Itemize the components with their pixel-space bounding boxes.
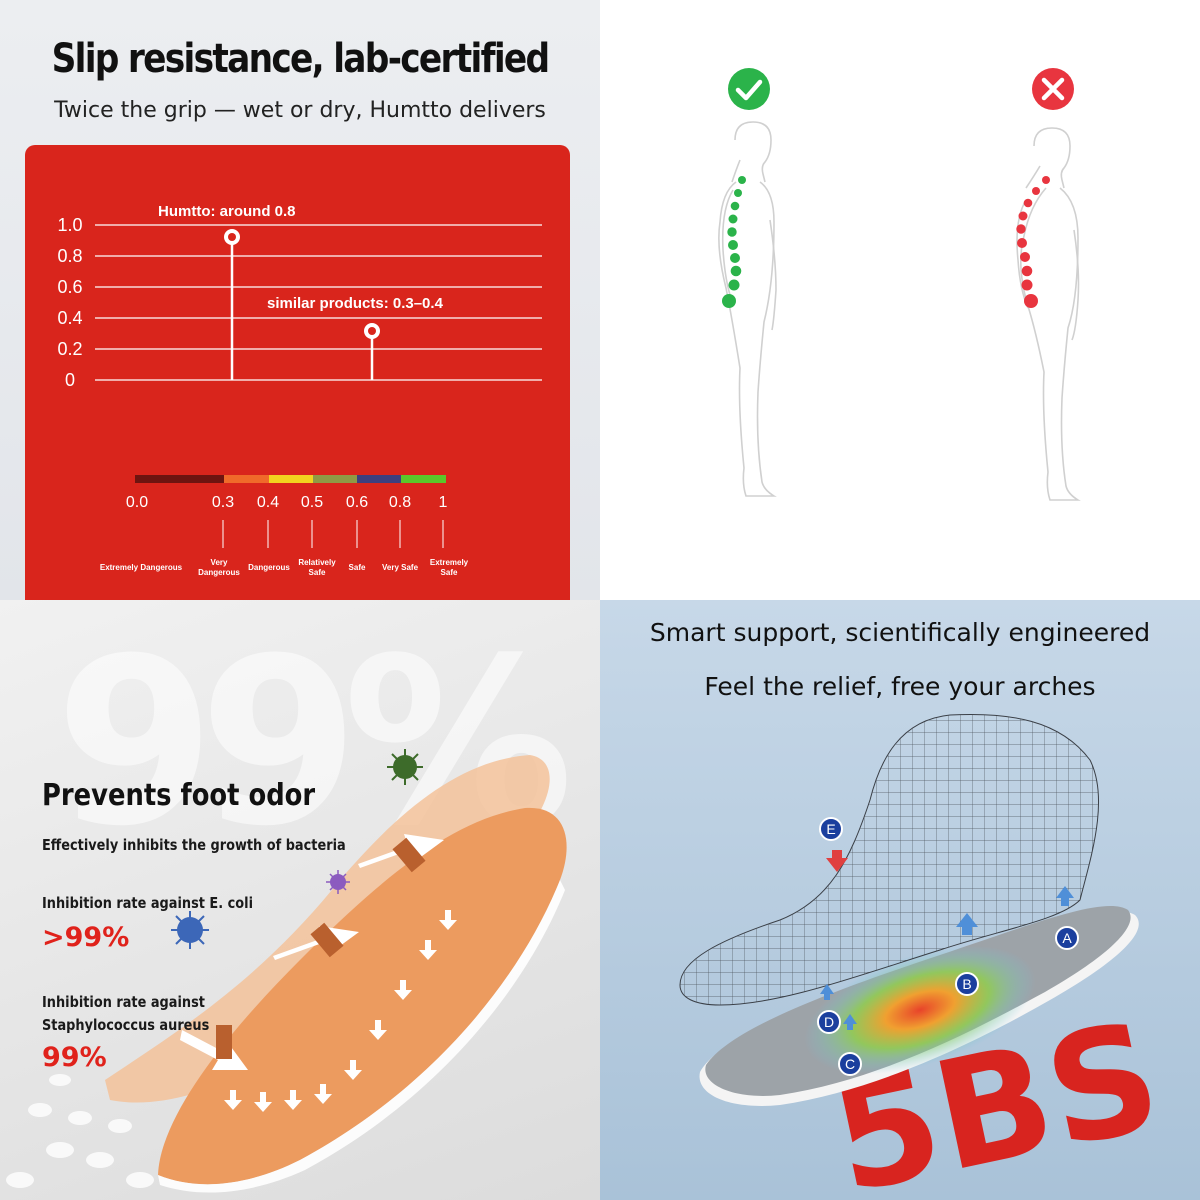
slip-title: Slip resistance, lab-certified	[51, 36, 551, 82]
staph-label-line1: Inhibition rate against	[42, 993, 205, 1011]
scale-tick-label: 0.4	[257, 494, 279, 511]
y-tick-label: 0	[65, 370, 75, 390]
scale-segment	[313, 475, 357, 483]
scale-segment	[357, 475, 401, 483]
y-tick-label: 0.6	[57, 277, 82, 297]
scale-segment	[269, 475, 313, 483]
insole-edge	[158, 880, 565, 1193]
scale-tick-label: 0.5	[301, 494, 323, 511]
bacteria-green-icon	[387, 749, 423, 785]
correct-posture-figure	[718, 121, 777, 497]
scale-segment	[401, 475, 446, 483]
bacteria-blue-icon	[171, 911, 209, 949]
slip-chart: 1.0 0.8 0.6 0.4 0.2 0 Humtto: around 0.8…	[57, 203, 542, 577]
support-points: A B C D E	[817, 817, 1079, 1076]
insole-front	[158, 807, 567, 1185]
scale-level-label: Very Safe	[382, 563, 419, 572]
svg-text:D: D	[824, 1014, 834, 1030]
support-headline: Smart support, scientifically engineered	[649, 618, 1151, 647]
support-point-e: E	[819, 817, 843, 841]
y-tick-label: 0.8	[57, 246, 82, 266]
scale-segment	[224, 475, 269, 483]
pressure-down-arrow	[826, 850, 848, 872]
odor-title: Prevents foot odor	[42, 778, 316, 813]
humtto-marker-core	[228, 233, 236, 241]
svg-text:E: E	[826, 821, 835, 837]
svg-text:B: B	[962, 976, 971, 992]
airflow-arrows	[180, 834, 444, 1070]
support-subheadline: Feel the relief, free your arches	[704, 672, 1096, 701]
ventilation-arrows	[224, 910, 457, 1112]
odor-subtitle: Effectively inhibits the growth of bacte…	[42, 836, 346, 854]
support-point-d: D	[817, 1010, 841, 1034]
ecoli-value: >99%	[42, 922, 130, 953]
curved-spine	[1016, 176, 1050, 308]
textured-surface	[6, 1074, 154, 1188]
scale-tick-label: 0.3	[212, 494, 234, 511]
check-circle-icon	[728, 68, 770, 110]
support-point-a: A	[1055, 926, 1079, 950]
scale-level-label: Safe	[349, 563, 366, 572]
y-tick-label: 0.4	[57, 308, 82, 328]
posture-illustration	[718, 68, 1081, 501]
y-tick-label: 1.0	[57, 215, 82, 235]
bacteria-purple-icon	[326, 870, 350, 894]
safety-scale-bar	[135, 475, 446, 483]
similar-marker-core	[368, 327, 376, 335]
humtto-callout: Humtto: around 0.8	[158, 203, 296, 220]
scale-level-label: Extremely Dangerous	[100, 563, 183, 572]
ecoli-label: Inhibition rate against E. coli	[42, 894, 253, 912]
svg-text:A: A	[1062, 930, 1072, 946]
scale-tick-label: 0.6	[346, 494, 368, 511]
staph-label-line2: Staphylococcus aureus	[42, 1016, 210, 1034]
pressure-heatmap	[804, 945, 1036, 1075]
similar-callout: similar products: 0.3–0.4	[267, 295, 444, 312]
scale-tick-label: 0.0	[126, 494, 148, 511]
scale-segment	[135, 475, 224, 483]
support-arrows	[820, 886, 1074, 1030]
healthy-spine	[722, 176, 746, 308]
y-tick-label: 0.2	[57, 339, 82, 359]
cross-circle-icon	[1032, 68, 1074, 110]
slip-subtitle: Twice the grip — wet or dry, Humtto deli…	[54, 98, 546, 123]
svg-text:C: C	[845, 1056, 855, 1072]
support-point-b: B	[955, 972, 979, 996]
posture-panel	[600, 0, 1200, 600]
scale-tick-label: 1	[439, 494, 448, 511]
support-point-c: C	[838, 1052, 862, 1076]
scale-level-label: Dangerous	[248, 563, 290, 572]
scale-tick-label: 0.8	[389, 494, 411, 511]
insole-illustration	[6, 749, 567, 1193]
staph-value: 99%	[42, 1042, 107, 1073]
